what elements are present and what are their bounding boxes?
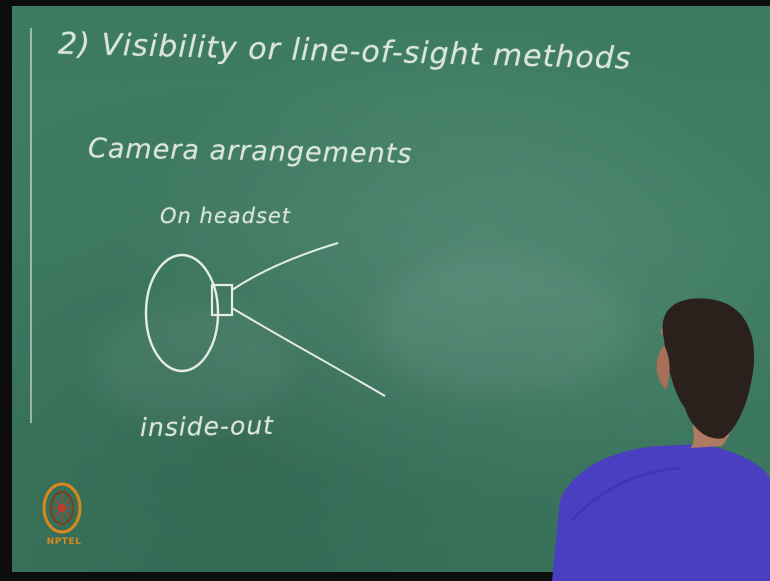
head-circle — [144, 253, 220, 373]
camera-box — [210, 283, 234, 317]
view-line-upper — [231, 242, 339, 291]
chalkboard — [12, 6, 770, 572]
blue-shirt — [552, 444, 770, 581]
view-line-lower — [231, 307, 386, 397]
chalk-smudge — [92, 306, 292, 426]
ear — [656, 345, 670, 390]
nptel-logo-icon — [42, 482, 82, 534]
chalk-smudge — [372, 256, 632, 396]
board-edge-line — [30, 28, 32, 423]
logo-text: NPTEL — [46, 537, 82, 547]
headset-label: On headset — [160, 204, 292, 228]
hair — [662, 298, 755, 439]
